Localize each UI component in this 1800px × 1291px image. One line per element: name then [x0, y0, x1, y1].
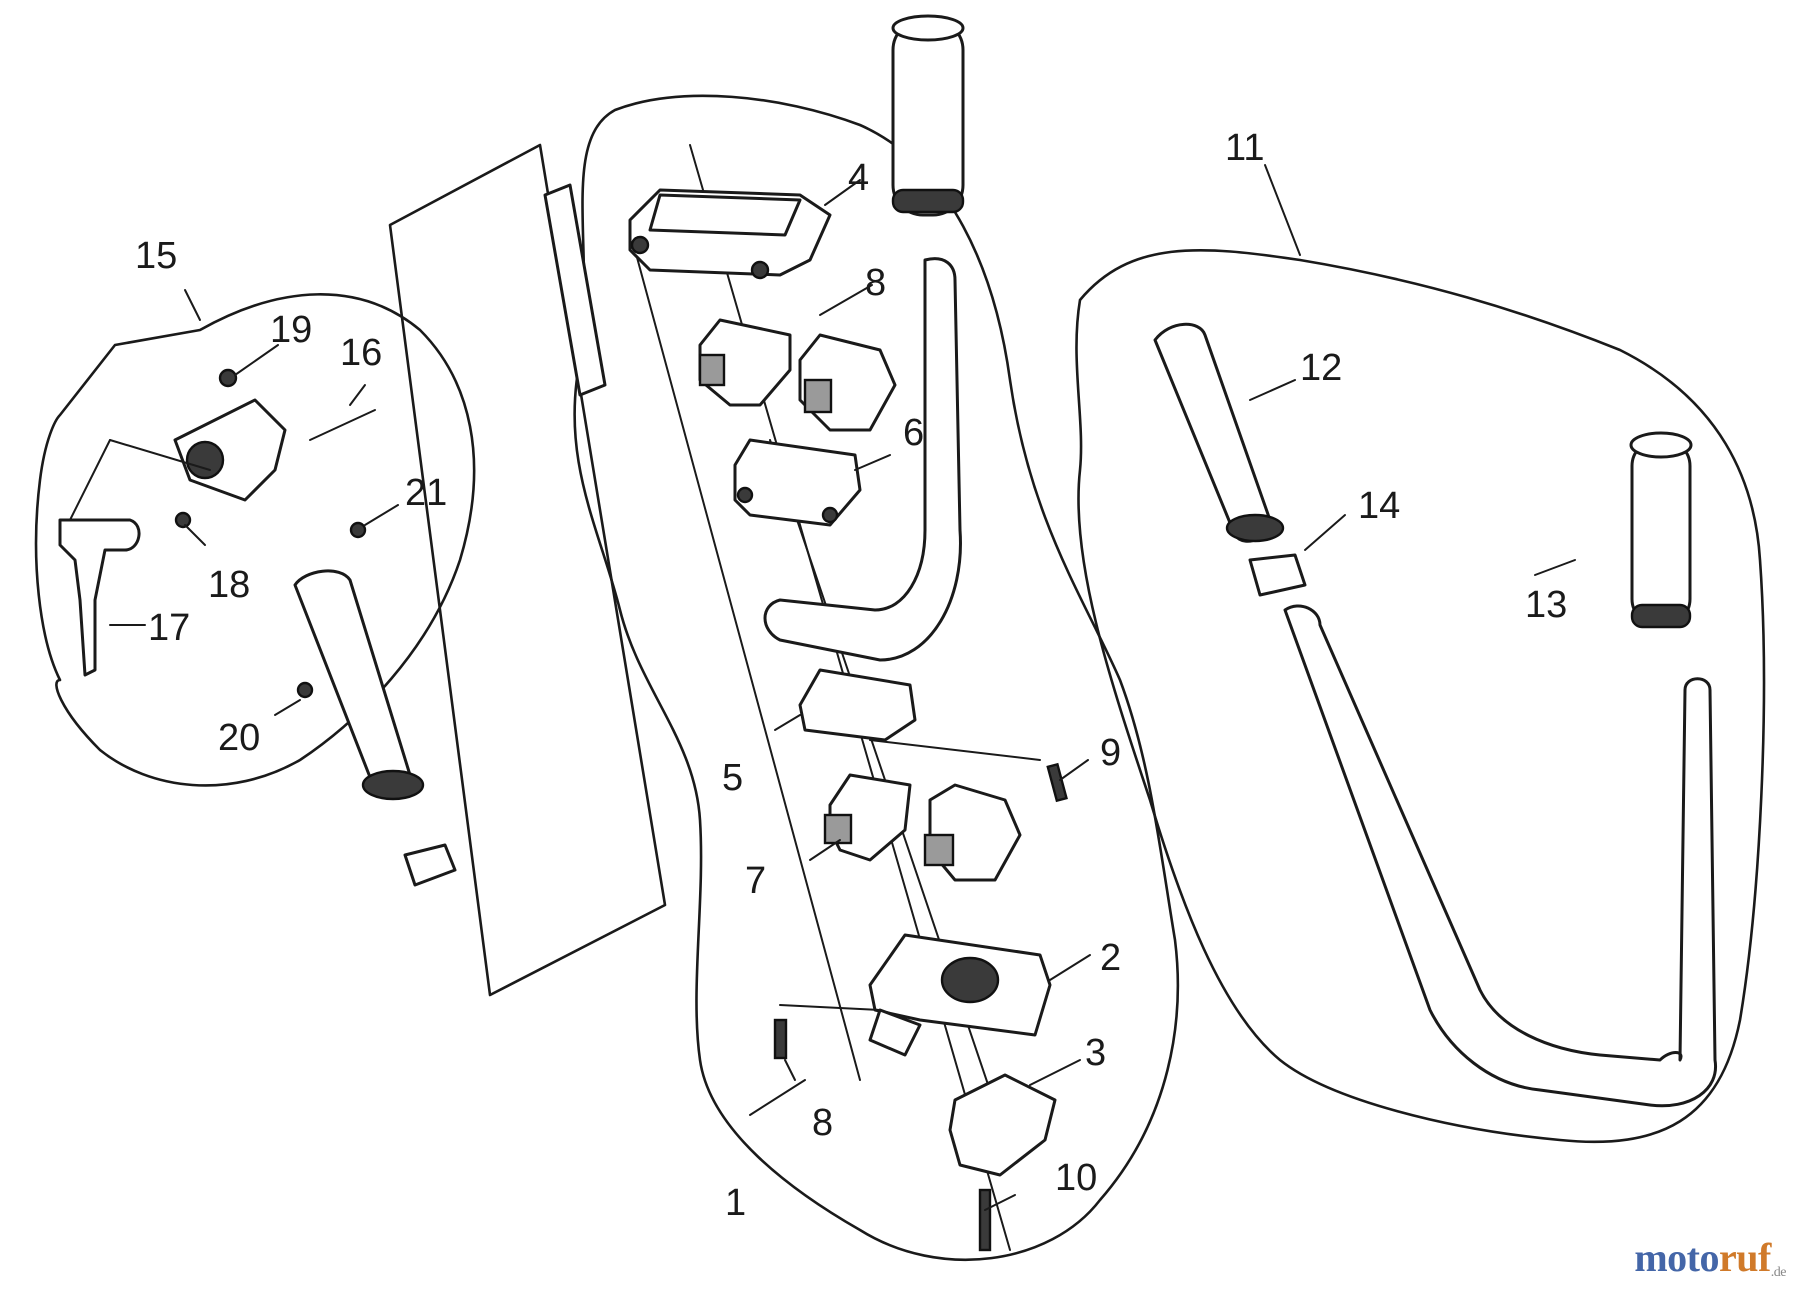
- callout-20: 20: [218, 717, 260, 759]
- watermark-logo: motoruf.de: [1634, 1235, 1786, 1280]
- callout-16: 16: [340, 332, 382, 374]
- callout-8a: 8: [865, 262, 886, 304]
- part-3-bracket: [948, 1073, 1057, 1177]
- callout-10: 10: [1055, 1157, 1097, 1199]
- part-7-inserts: [823, 773, 1022, 882]
- part-8-upper-inserts: [698, 318, 897, 432]
- callout-18: 18: [208, 564, 250, 606]
- callout-2: 2: [1100, 937, 1121, 979]
- part-10-bolt: [978, 1188, 992, 1252]
- left-handle-tube: [293, 183, 607, 887]
- group-outline-center: [573, 94, 1180, 1262]
- callout-3: 3: [1085, 1032, 1106, 1074]
- callout-9: 9: [1100, 732, 1121, 774]
- callout-6: 6: [903, 412, 924, 454]
- right-handle: [1153, 322, 1718, 1108]
- leader-lines: [109, 164, 1576, 1211]
- callout-7: 7: [745, 860, 766, 902]
- callout-1: 1: [725, 1182, 746, 1224]
- callout-11: 11: [1225, 127, 1264, 169]
- callout-17: 17: [148, 607, 190, 649]
- part-5-clamp: [798, 668, 917, 742]
- part-6-clamp: [733, 438, 862, 527]
- callout-12: 12: [1300, 347, 1342, 389]
- callout-5: 5: [722, 757, 743, 799]
- part-8-lower-screw: [773, 1004, 881, 1060]
- part-9-screw: [869, 739, 1068, 803]
- group-outline-left: [34, 293, 476, 787]
- callout-19: 19: [270, 309, 312, 351]
- part-2-lower-housing: [868, 933, 1052, 1057]
- callout-13: 13: [1525, 584, 1567, 626]
- group-outline-right: [1075, 248, 1766, 1144]
- part-4-top-clamp: [628, 188, 832, 280]
- callout-8b: 8: [812, 1102, 833, 1144]
- center-grip: [763, 14, 965, 662]
- callout-14: 14: [1358, 485, 1400, 527]
- callout-21: 21: [405, 472, 447, 514]
- tube-panel: [388, 143, 667, 997]
- switch-assembly: [58, 368, 376, 699]
- callout-4: 4: [848, 157, 869, 199]
- callout-15: 15: [135, 235, 177, 277]
